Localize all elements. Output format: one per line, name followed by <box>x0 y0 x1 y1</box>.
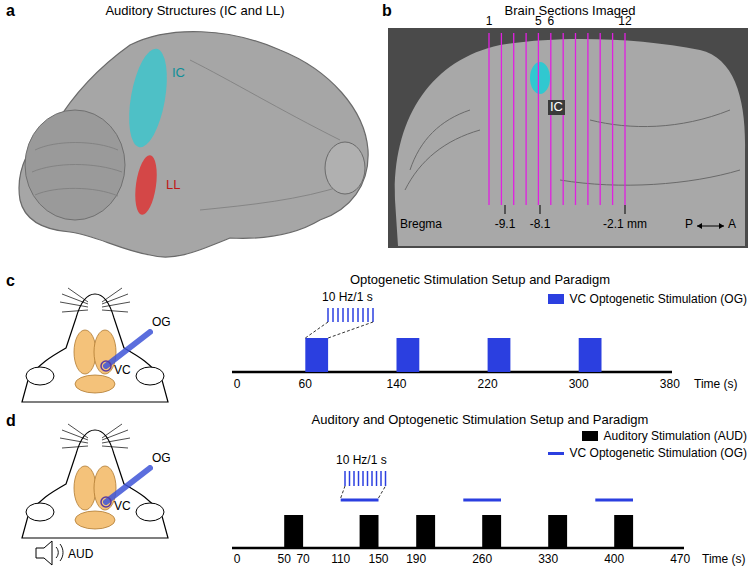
axis-tick: 380 <box>660 378 680 392</box>
axis-tick: 300 <box>569 378 589 392</box>
setup-label: VC <box>114 500 131 514</box>
setup-label: VC <box>114 364 131 378</box>
axis-tick: 0 <box>234 553 241 567</box>
axis-tick: 0 <box>234 378 241 392</box>
legend-text: VC Optogenetic Stimulation (OG) <box>570 446 747 460</box>
panel-title: Brain Sections Imaged <box>505 4 636 19</box>
axis-tick: 220 <box>478 378 498 392</box>
panel-title: Auditory and Optogenetic Stimulation Set… <box>312 413 649 428</box>
axis-tick: 60 <box>299 378 312 392</box>
structure-label: IC <box>548 100 565 115</box>
section-number: 5 <box>535 15 542 29</box>
setup-label: AUD <box>68 548 93 562</box>
legend-swatch <box>548 452 564 455</box>
panel-letter: a <box>6 2 15 20</box>
panel-title: Auditory Structures (IC and LL) <box>105 4 284 19</box>
axis-tick: 330 <box>538 553 558 567</box>
axis-tick: 470 <box>670 553 690 567</box>
panel-letter: d <box>6 412 16 430</box>
panel-title: Optogenetic Stimulation Setup and Paradi… <box>350 273 610 288</box>
panel-letter: c <box>6 272 15 290</box>
stimulus-label: 10 Hz/1 s <box>336 454 387 468</box>
stimulus-label: 10 Hz/1 s <box>322 291 373 305</box>
axis-tick: 150 <box>368 553 388 567</box>
section-number: 1 <box>486 15 493 29</box>
axis-title: Time (s) <box>694 378 738 392</box>
legend-entry: VC Optogenetic Stimulation (OG) <box>548 446 747 460</box>
legend-entry: Auditory Stimulation (AUD) <box>582 429 747 443</box>
axis-tick: 50 <box>278 553 291 567</box>
axis-tick: 260 <box>472 553 492 567</box>
coordinate-label: -9.1 <box>495 218 516 232</box>
direction-label: A <box>728 218 736 232</box>
panel-letter: b <box>382 2 392 20</box>
direction-label: P <box>685 218 693 232</box>
structure-label: IC <box>172 66 185 81</box>
axis-tick: 190 <box>406 553 426 567</box>
legend-swatch <box>548 294 564 304</box>
axis-tick: 110 <box>331 553 350 567</box>
setup-label: OG <box>152 452 171 466</box>
axis-tick: 140 <box>386 378 406 392</box>
axis-title: Time (s) <box>702 553 746 567</box>
section-number: 12 <box>618 15 631 29</box>
legend-swatch <box>582 431 598 441</box>
legend-entry: VC Optogenetic Stimulation (OG) <box>548 292 747 306</box>
coordinate-label: Bregma <box>400 218 442 232</box>
legend-text: Auditory Stimulation (AUD) <box>604 429 747 443</box>
structure-label: LL <box>166 178 180 193</box>
coordinate-label: -8.1 <box>530 218 551 232</box>
axis-tick: 70 <box>296 553 309 567</box>
axis-tick: 400 <box>604 553 624 567</box>
setup-label: OG <box>152 316 171 330</box>
section-number: 6 <box>547 15 554 29</box>
legend-text: VC Optogenetic Stimulation (OG) <box>570 292 747 306</box>
coordinate-label: -2.1 mm <box>603 218 647 232</box>
